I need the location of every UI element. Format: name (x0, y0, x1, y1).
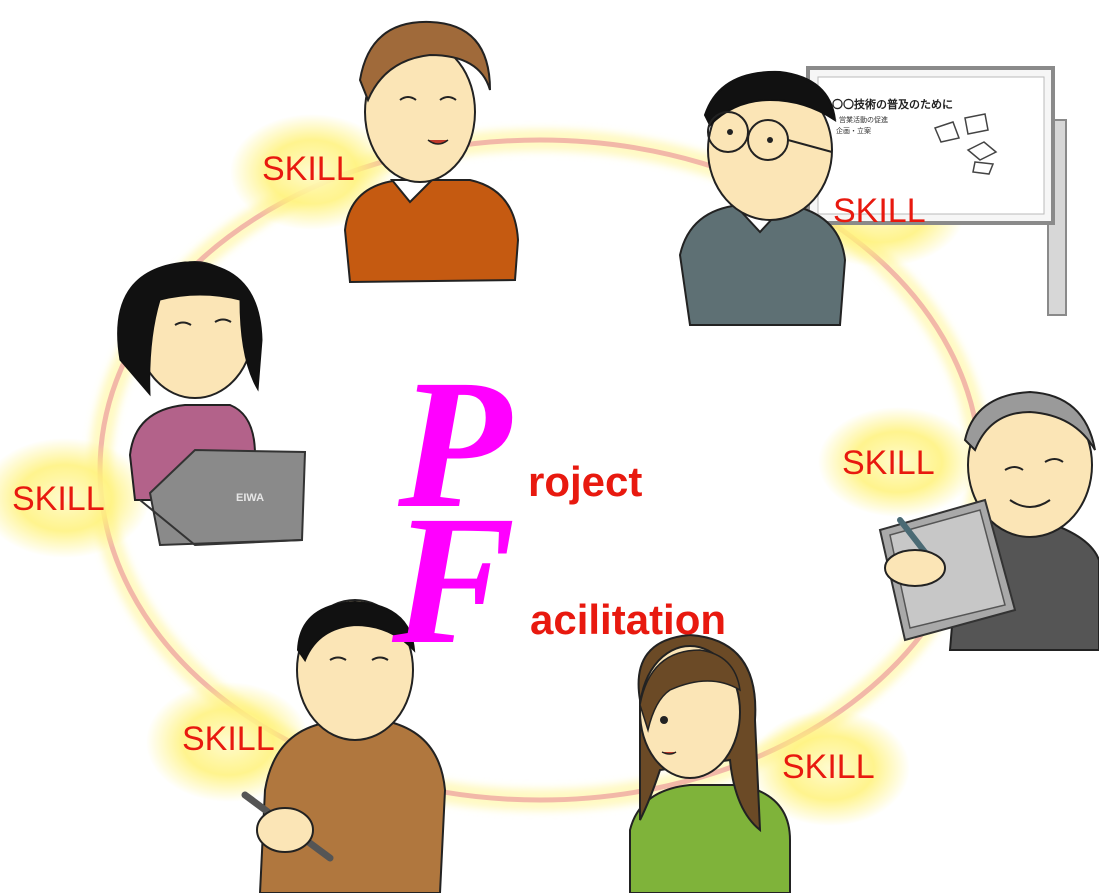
person-right (878, 390, 1099, 651)
person-bottom-left (241, 599, 447, 893)
title-word-acilitation: acilitation (530, 596, 727, 643)
title-word-roject: roject (528, 458, 643, 505)
skill-label-top: SKILL (262, 150, 355, 188)
skill-label-top-right: SKILL (833, 192, 926, 230)
laptop-brand-label: EIWA (236, 492, 265, 504)
whiteboard-line-2: 企画・立案 (836, 127, 871, 135)
person-bottom (629, 633, 791, 893)
person-left (117, 261, 307, 547)
skill-label-left: SKILL (12, 480, 105, 518)
skill-label-bottom-right: SKILL (782, 748, 875, 786)
skill-label-bottom-left: SKILL (182, 720, 275, 758)
skill-label-right: SKILL (842, 444, 935, 482)
person-top (343, 20, 520, 284)
whiteboard-line-1: ・営業活動の促進 (832, 116, 888, 124)
whiteboard (806, 66, 1067, 316)
whiteboard-title: 〇〇技術の普及のために (832, 98, 953, 111)
person-top-right (678, 70, 847, 326)
title-initial-p: P (398, 342, 512, 547)
title-initial-f: F (392, 478, 516, 683)
